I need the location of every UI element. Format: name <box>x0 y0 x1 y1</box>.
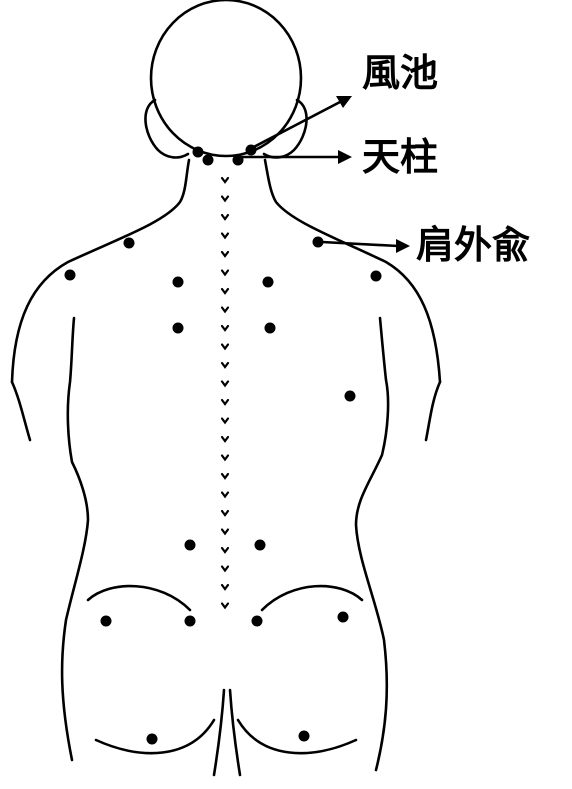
spine-mark <box>222 604 228 608</box>
label-jianwaishu: 肩外兪 <box>416 223 530 267</box>
right-lower-buttock <box>238 720 356 753</box>
spine-mark <box>222 585 228 589</box>
spine-mark <box>222 382 228 386</box>
gluteal-cleft-left <box>214 690 224 775</box>
acupoint-dot <box>265 323 276 334</box>
spine-mark <box>222 493 228 497</box>
spine-mark <box>222 456 228 460</box>
spine-mark <box>222 474 228 478</box>
acupoint-dot <box>371 271 382 282</box>
spine-mark <box>222 308 228 312</box>
acupoint-dot <box>173 323 184 334</box>
spine-mark <box>222 197 228 201</box>
acupoint-dot <box>345 391 356 402</box>
left-shoulder-outline <box>12 160 189 382</box>
spine-mark <box>222 252 228 256</box>
left-torso-outline <box>62 318 88 760</box>
right-shoulder-outline <box>265 160 440 382</box>
spine-mark <box>222 400 228 404</box>
jianwaishu-arrow <box>322 239 410 253</box>
spine-mark <box>222 178 228 182</box>
gluteal-cleft-right <box>230 690 240 775</box>
left-arm-line <box>12 382 30 440</box>
jianwaishu-arrow-head <box>396 239 410 253</box>
right-arm-line <box>426 382 440 440</box>
spine-mark <box>222 530 228 534</box>
left-ear-outline <box>145 100 188 157</box>
spine-marks <box>222 178 228 608</box>
acupoint-dot <box>147 734 158 745</box>
acupoint-dot <box>124 238 135 249</box>
acupoint-dot <box>185 540 196 551</box>
acupoint-dot <box>185 616 196 627</box>
right-ear-outline <box>264 100 307 157</box>
right-buttock-curve <box>262 586 362 610</box>
acupoint-dot <box>338 612 349 623</box>
spine-mark <box>222 234 228 238</box>
acupoint-dot <box>203 155 214 166</box>
label-tianzhu: 天柱 <box>362 135 438 179</box>
acupoint-dot <box>299 731 310 742</box>
acupoint-dot <box>252 616 263 627</box>
spine-mark <box>222 511 228 515</box>
spine-mark <box>222 271 228 275</box>
spine-mark <box>222 419 228 423</box>
spine-mark <box>222 363 228 367</box>
spine-mark <box>222 215 228 219</box>
acupoint-dot <box>173 277 184 288</box>
tianzhu-arrow-head <box>338 150 352 164</box>
spine-mark <box>222 437 228 441</box>
spine-mark <box>222 326 228 330</box>
spine-mark <box>222 289 228 293</box>
right-torso-outline <box>356 318 388 770</box>
acupoint-dot <box>65 270 76 281</box>
label-fengchi: 風池 <box>362 51 438 95</box>
acupoint-dot <box>255 540 266 551</box>
acupoint-dot <box>263 277 274 288</box>
spine-mark <box>222 345 228 349</box>
acupoint-dot <box>193 147 204 158</box>
head-outline <box>151 0 301 156</box>
tianzhu-arrow <box>242 150 352 164</box>
spine-mark <box>222 567 228 571</box>
acupoint-dot <box>313 237 324 248</box>
acupoint-dot <box>233 155 244 166</box>
spine-mark <box>222 548 228 552</box>
jianwaishu-arrow-line <box>322 242 398 246</box>
left-buttock-curve <box>88 586 190 610</box>
acupoint-dot <box>101 616 112 627</box>
